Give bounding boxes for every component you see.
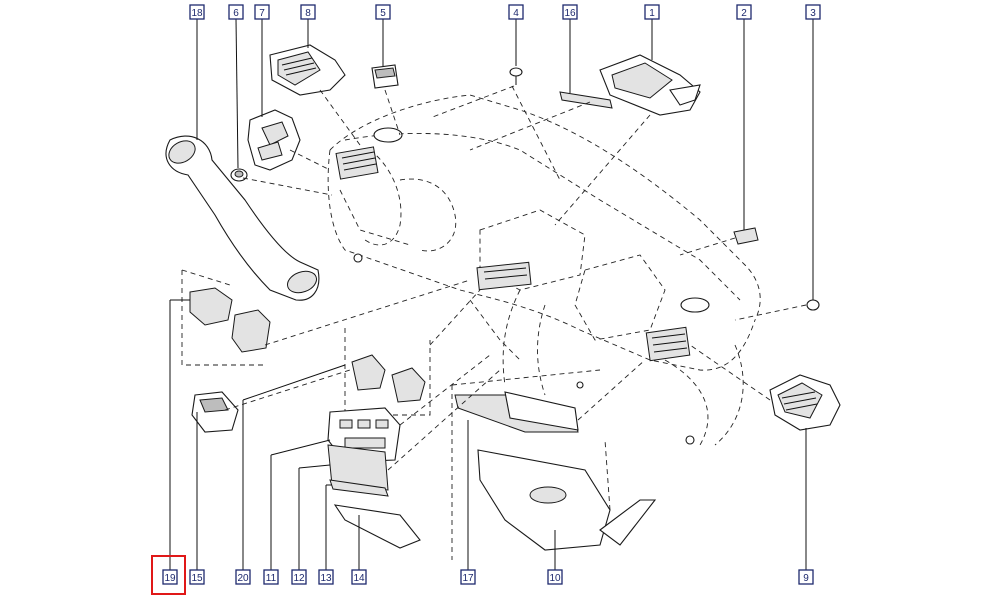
lower-trim-strip [329, 479, 389, 497]
svg-text:8: 8 [305, 8, 311, 19]
svg-text:15: 15 [191, 573, 203, 584]
svg-text:9: 9 [803, 573, 809, 584]
toggle-switch-right [391, 367, 426, 403]
svg-text:16: 16 [564, 8, 576, 19]
callout-5[interactable]: 5 [375, 4, 391, 20]
connector-block-upper [189, 287, 233, 326]
speaker-grille-left [373, 127, 403, 143]
speaker-grille-right [680, 297, 710, 313]
dashboard-assembly [327, 94, 761, 446]
callout-16[interactable]: 16 [562, 4, 578, 20]
callout-18[interactable]: 18 [189, 4, 205, 20]
svg-text:10: 10 [549, 573, 561, 584]
svg-text:7: 7 [259, 8, 265, 19]
push-clip [806, 292, 820, 311]
bezel [327, 444, 389, 491]
dash-left-vent [335, 146, 379, 180]
small-bracket [733, 227, 759, 245]
callout-11[interactable]: 11 [263, 569, 279, 585]
center-vent-housing [599, 54, 701, 116]
callout-4[interactable]: 4 [508, 4, 524, 20]
glovebox-handle [529, 486, 567, 504]
svg-text:17: 17 [462, 573, 474, 584]
callout-7[interactable]: 7 [254, 4, 270, 20]
callout-13[interactable]: 13 [318, 569, 334, 585]
callout-17[interactable]: 17 [460, 569, 476, 585]
side-air-vent-left [269, 44, 346, 96]
grommet-clip [230, 168, 248, 182]
callout-6[interactable]: 6 [228, 4, 244, 20]
svg-text:4: 4 [513, 8, 519, 19]
svg-text:12: 12 [293, 573, 305, 584]
svg-text:18: 18 [191, 8, 203, 19]
callout-20[interactable]: 20 [235, 569, 251, 585]
svg-text:5: 5 [380, 8, 386, 19]
callout-8[interactable]: 8 [300, 4, 316, 20]
callout-12[interactable]: 12 [291, 569, 307, 585]
svg-text:11: 11 [266, 573, 277, 584]
fastener-screw [509, 67, 523, 85]
svg-text:14: 14 [353, 573, 365, 584]
dashed-connection-lines [224, 85, 807, 511]
svg-text:2: 2 [741, 8, 747, 19]
side-trim-panel [247, 109, 301, 171]
trim-strip [559, 91, 613, 109]
highlight-frame [151, 555, 186, 595]
callout-14[interactable]: 14 [351, 569, 367, 585]
callout-boxes: 18 6 7 8 5 4 16 1 [151, 4, 821, 595]
svg-text:3: 3 [810, 8, 816, 19]
callout-3[interactable]: 3 [805, 4, 821, 20]
callout-15[interactable]: 15 [189, 569, 205, 585]
svg-text:13: 13 [320, 573, 332, 584]
lower-panel [333, 504, 421, 549]
connector-block-group [181, 269, 271, 366]
leader-lines [169, 18, 814, 570]
connector-block-lower [231, 309, 271, 353]
side-air-vent-right [769, 374, 841, 431]
callout-2[interactable]: 2 [736, 4, 752, 20]
air-duct-hose [165, 135, 320, 301]
glovebox-lid [477, 449, 657, 551]
toggle-switch-left [351, 354, 386, 391]
callout-10[interactable]: 10 [547, 569, 563, 585]
callout-1[interactable]: 1 [644, 4, 660, 20]
svg-text:19: 19 [164, 573, 176, 584]
dash-right-vent [645, 326, 691, 362]
small-switch [371, 64, 399, 89]
svg-text:20: 20 [237, 573, 249, 584]
toggle-switch-group [344, 328, 431, 416]
glovebox-upper-trim [451, 385, 579, 560]
switch-module [191, 391, 239, 433]
dash-center-vent [476, 261, 532, 291]
svg-text:6: 6 [233, 8, 239, 19]
svg-text:1: 1 [649, 8, 655, 19]
callout-19[interactable]: 19 [151, 555, 186, 595]
callout-9[interactable]: 9 [798, 569, 814, 585]
